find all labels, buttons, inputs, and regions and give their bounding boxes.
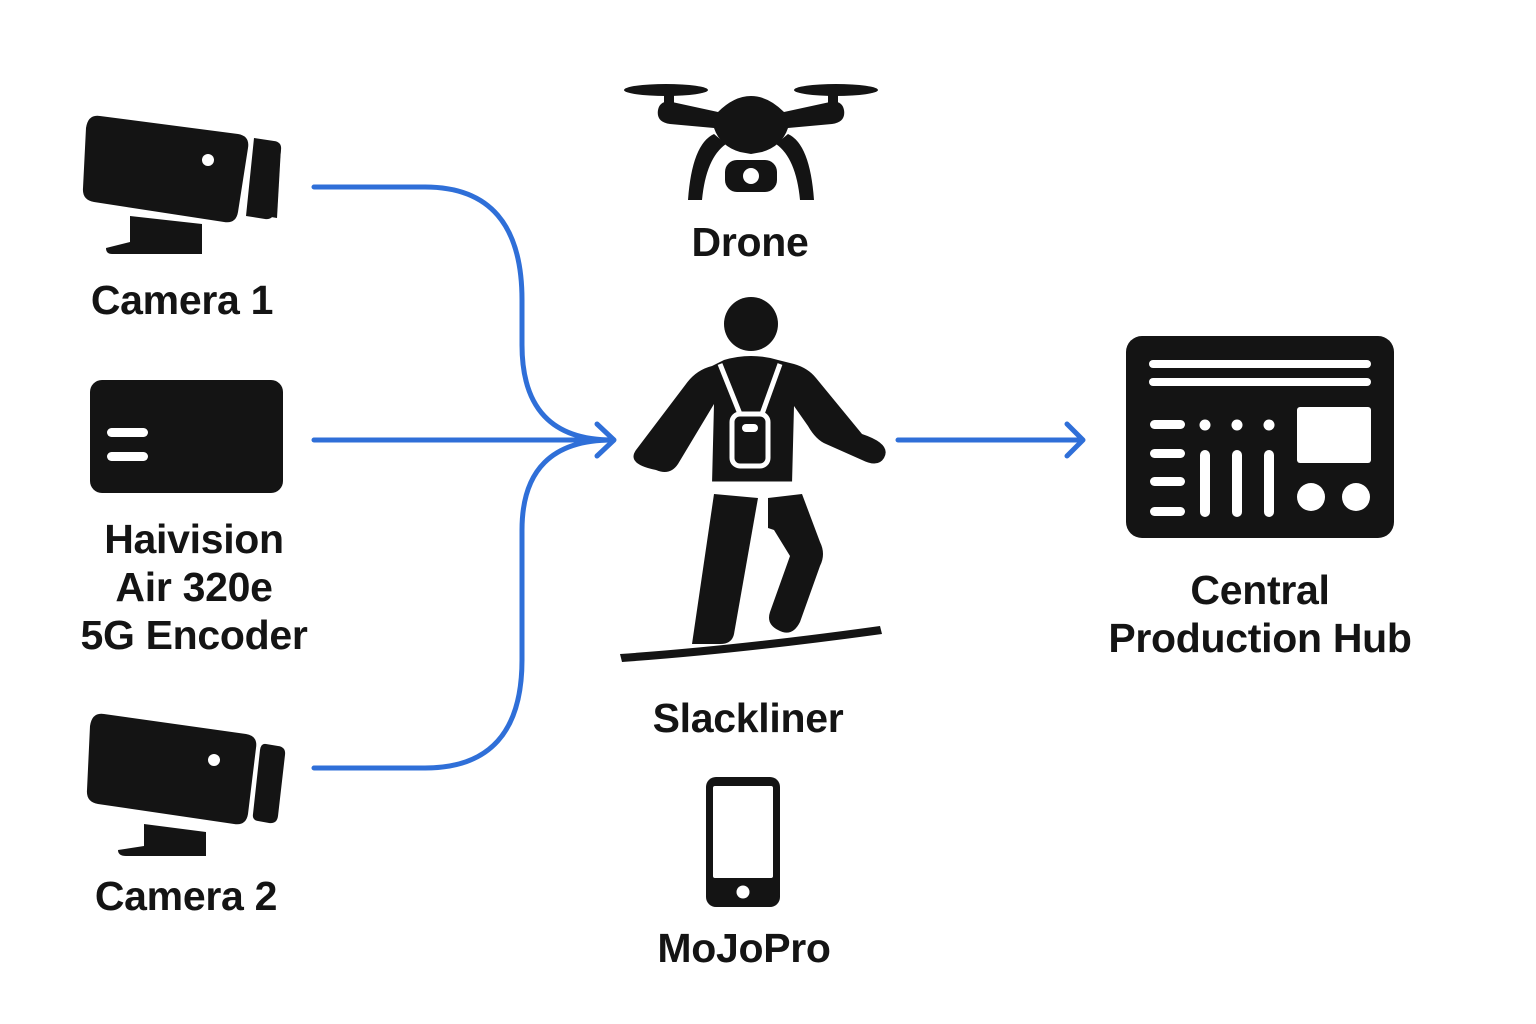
video-camera-icon: [86, 713, 286, 856]
hub-label-line-2: Production Hub: [1108, 615, 1412, 661]
camera-1-label: Camera 1: [90, 277, 274, 323]
slackliner-label: Slackliner: [652, 695, 844, 741]
edge-camera1-to-slackliner: [311, 184, 615, 443]
arrowhead-into-slackliner: [594, 421, 617, 459]
hub-label: Central Production Hub: [1080, 566, 1440, 662]
node-camera-2[interactable]: [82, 710, 294, 860]
smartphone-icon: [706, 777, 780, 907]
node-slackliner[interactable]: [616, 294, 888, 664]
mojopro-label: MoJoPro: [657, 925, 831, 971]
arrowhead-into-hub: [1064, 421, 1086, 459]
hub-label-line-1: Central: [1190, 567, 1330, 613]
drone-label: Drone: [691, 219, 809, 265]
node-drone[interactable]: [622, 82, 880, 202]
camera-2-label: Camera 2: [94, 873, 278, 919]
encoder-label: Haivision Air 320e 5G Encoder: [54, 515, 334, 659]
node-camera-1[interactable]: [78, 108, 290, 258]
slackliner-person-icon: [620, 297, 886, 662]
encoder-label-line-1: Haivision: [104, 516, 284, 562]
video-camera-icon: [82, 115, 282, 254]
production-console-icon: [1126, 336, 1394, 538]
node-central-production-hub[interactable]: [1126, 336, 1394, 538]
edge-camera2-to-slackliner: [311, 437, 615, 771]
encoder-device-icon: [90, 380, 283, 493]
node-mojopro[interactable]: [706, 777, 782, 907]
node-encoder[interactable]: [90, 380, 283, 494]
encoder-label-line-2: Air 320e: [115, 564, 273, 610]
encoder-label-line-3: 5G Encoder: [80, 612, 308, 658]
drone-icon: [624, 84, 878, 200]
